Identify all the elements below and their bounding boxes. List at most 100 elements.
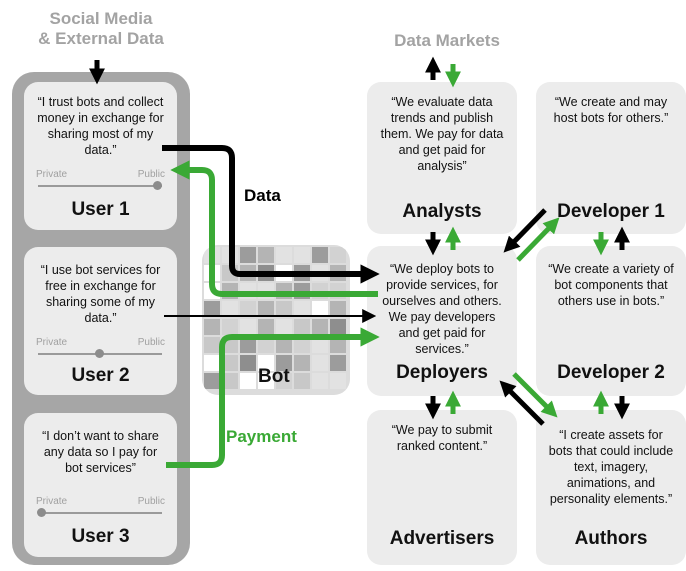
mosaic-tile <box>258 337 274 353</box>
mosaic-tile <box>222 301 238 317</box>
deployers-quote: “We deploy bots to provide services, for… <box>382 262 502 356</box>
mosaic-tile <box>330 301 346 317</box>
mosaic-tile <box>312 247 328 263</box>
mosaic-tile <box>330 355 346 371</box>
mosaic-tile <box>222 373 238 389</box>
mosaic-tile <box>258 247 274 263</box>
mosaic-tile <box>204 355 220 371</box>
mosaic-tile <box>204 373 220 389</box>
mosaic-tile <box>258 373 274 389</box>
user3-card: “I don’t want to share any data so I pay… <box>24 413 177 557</box>
deployers-title: Deployers <box>396 362 488 383</box>
mosaic-tile <box>240 247 256 263</box>
user2-quote: “I use bot services for free in exchange… <box>40 263 161 325</box>
mosaic-tile <box>222 319 238 335</box>
mosaic-tile <box>294 355 310 371</box>
data-flow-arrow <box>162 145 380 284</box>
mosaic-tile <box>276 355 292 371</box>
user2-title: User 2 <box>71 365 130 386</box>
developer2-card: “We create a variety of bot components t… <box>536 246 686 396</box>
user3-quote: “I don’t want to share any data so I pay… <box>42 429 159 475</box>
mosaic-tile <box>276 301 292 317</box>
mosaic-tile <box>312 337 328 353</box>
bot-mosaic-grid <box>202 245 350 395</box>
mosaic-tile <box>204 319 220 335</box>
social-media-header-line2: & External Data <box>38 29 164 48</box>
user1-title: User 1 <box>71 199 130 220</box>
mosaic-tile <box>294 373 310 389</box>
mosaic-tile <box>240 301 256 317</box>
developer1-card: “We create and may host bots for others.… <box>536 82 686 234</box>
user1-private-label: Private <box>36 169 68 180</box>
payment-flow-label: Payment <box>226 427 297 446</box>
user3-title: User 3 <box>71 526 130 547</box>
mosaic-tile <box>222 355 238 371</box>
mosaic-tile <box>276 247 292 263</box>
advertisers-title: Advertisers <box>389 528 495 549</box>
mosaic-tile <box>258 355 274 371</box>
mosaic-tile <box>258 301 274 317</box>
mosaic-tile <box>240 355 256 371</box>
advertisers-quote: “We pay to submit ranked content.” <box>391 423 493 453</box>
mosaic-tile <box>312 319 328 335</box>
user2-public-label: Public <box>137 337 165 348</box>
mosaic-tile <box>258 319 274 335</box>
deployers-card: “We deploy bots to provide services, for… <box>367 246 517 396</box>
user3-payment-arrow <box>166 327 380 468</box>
mosaic-tile <box>330 337 346 353</box>
data-markets-header: Data Markets <box>394 31 500 50</box>
bot-label: Bot <box>258 366 290 387</box>
mosaic-tile <box>204 301 220 317</box>
advertisers-card: “We pay to submit ranked content.” Adver… <box>367 410 517 565</box>
authors-title: Authors <box>574 528 648 549</box>
mosaic-tile <box>330 247 346 263</box>
payment-to-user1-arrow <box>170 160 378 297</box>
mosaic-tile <box>312 355 328 371</box>
bot-mosaic <box>202 245 350 395</box>
user2-card: “I use bot services for free in exchange… <box>24 247 177 395</box>
deployers-to-authors-arrow <box>512 372 558 418</box>
mosaic-tile <box>294 337 310 353</box>
user1-privacy-knob <box>153 181 162 190</box>
mosaic-tile <box>312 301 328 317</box>
mosaic-tile <box>294 301 310 317</box>
mosaic-tile <box>294 319 310 335</box>
user3-private-label: Private <box>36 496 68 507</box>
mosaic-tile <box>330 319 346 335</box>
mosaic-tile <box>294 247 310 263</box>
mosaic-tile <box>330 373 346 389</box>
mosaic-tile <box>240 373 256 389</box>
user1-quote: “I trust bots and collect money in excha… <box>37 95 164 157</box>
user3-privacy-knob <box>37 508 46 517</box>
user1-public-label: Public <box>137 169 165 180</box>
social-media-header-line1: Social Media <box>49 9 153 28</box>
user1-privacy-track <box>38 185 162 187</box>
mosaic-tile <box>204 337 220 353</box>
social-media-header: Social Media & External Data <box>12 9 190 49</box>
user2-privacy-knob <box>95 349 104 358</box>
mosaic-tile <box>312 373 328 389</box>
authors-card: “I create assets for bots that could inc… <box>536 410 686 565</box>
deployers-to-dev1-arrow <box>516 217 560 262</box>
mosaic-tile <box>276 319 292 335</box>
user2-private-label: Private <box>36 337 68 348</box>
analysts-card: “We evaluate data trends and publish the… <box>367 82 517 234</box>
data-flow-label: Data <box>244 186 281 205</box>
analysts-title: Analysts <box>402 201 482 222</box>
dev1-to-deployers-arrow <box>503 208 547 253</box>
user3-privacy-track <box>38 512 162 514</box>
developer2-title: Developer 2 <box>557 362 665 383</box>
mosaic-tile <box>240 337 256 353</box>
authors-quote: “I create assets for bots that could inc… <box>548 428 674 506</box>
developer2-quote: “We create a variety of bot components t… <box>548 262 674 308</box>
developer1-title: Developer 1 <box>557 201 665 222</box>
analysts-quote: “We evaluate data trends and publish the… <box>380 95 504 173</box>
user3-public-label: Public <box>137 496 165 507</box>
mosaic-tile <box>276 337 292 353</box>
mosaic-tile <box>240 319 256 335</box>
mosaic-tile <box>276 373 292 389</box>
user1-card: “I trust bots and collect money in excha… <box>24 82 177 230</box>
developer1-quote: “We create and may host bots for others.… <box>553 95 669 125</box>
authors-to-deployers-arrow <box>499 380 545 426</box>
